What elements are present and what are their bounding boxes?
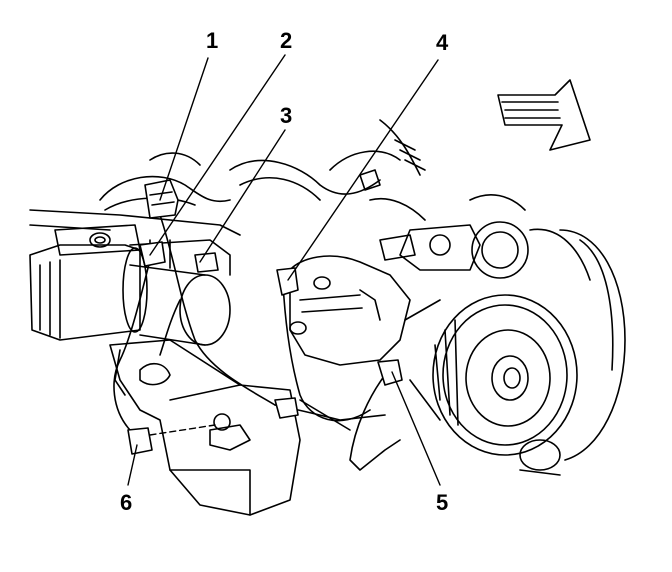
leader-3 [199,129,286,263]
compressor-clutch-pulley [404,294,578,456]
flywheel [519,229,626,476]
callout-label-3: 3 [280,103,293,128]
leader-6 [127,444,138,486]
callout-label-1: 1 [206,28,219,53]
leader-2 [149,54,286,256]
front-direction-arrow-icon [497,79,591,151]
mounting-bracket [54,224,141,256]
callout-label-6: 6 [120,490,133,515]
engine-block [109,339,301,516]
wiring-harness [113,214,401,471]
leader-5 [391,371,441,486]
callout-label-5: 5 [436,490,449,515]
leader-4 [287,59,439,281]
upper-hoses [99,119,426,221]
leader-6b [149,424,216,436]
leader-1 [159,57,209,201]
ac-compressor [289,255,411,366]
connectors [127,179,403,455]
starter-motor [29,209,241,341]
upper-right-components [379,194,591,281]
callout-leaders [127,54,441,486]
callout-label-2: 2 [280,28,293,53]
callout-label-4: 4 [436,30,449,55]
